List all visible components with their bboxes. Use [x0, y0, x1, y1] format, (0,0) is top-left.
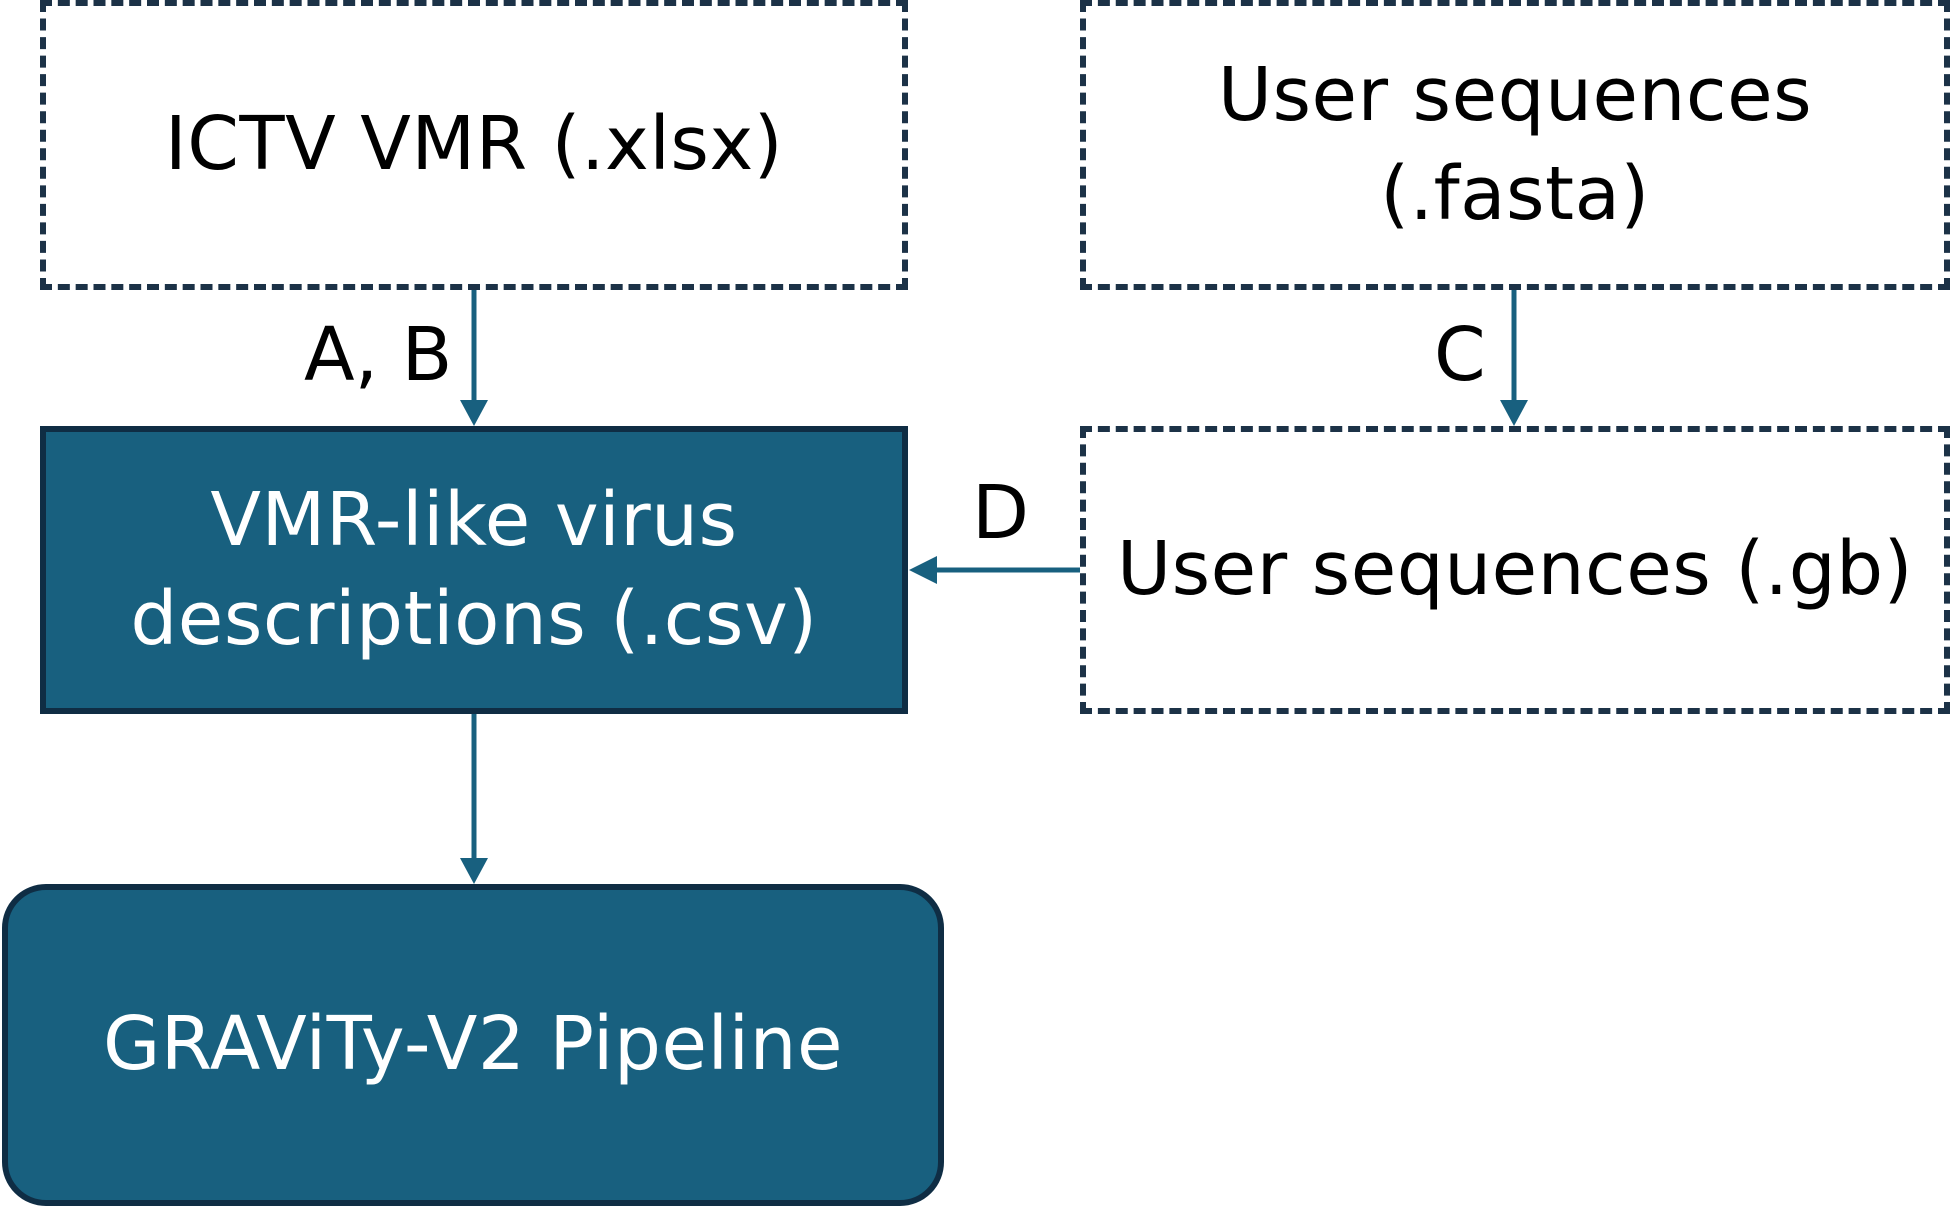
gravity-pipeline-label: GRAViTy-V2 Pipeline — [102, 1001, 844, 1088]
arrow-ab — [460, 288, 488, 426]
arrow-c — [1500, 288, 1528, 426]
arrow-d — [909, 556, 1082, 584]
ictv-vmr-label: ICTV VMR (.xlsx) — [164, 101, 784, 188]
edge-label-c: C — [1434, 312, 1486, 398]
user-fasta-box: User sequences (.fasta) — [1080, 0, 1950, 290]
user-gb-label: User sequences (.gb) — [1116, 526, 1914, 613]
user-gb-box: User sequences (.gb) — [1080, 426, 1950, 714]
vmr-like-label: VMR-like virus descriptions (.csv) — [130, 476, 818, 662]
edge-label-d: D — [972, 470, 1029, 556]
user-fasta-label: User sequences (.fasta) — [1217, 51, 1813, 237]
edge-label-ab: A, B — [304, 312, 453, 398]
gravity-pipeline-box: GRAViTy-V2 Pipeline — [2, 884, 944, 1206]
vmr-like-box: VMR-like virus descriptions (.csv) — [40, 426, 908, 714]
arrow-pipeline — [460, 712, 488, 884]
ictv-vmr-box: ICTV VMR (.xlsx) — [40, 0, 908, 290]
